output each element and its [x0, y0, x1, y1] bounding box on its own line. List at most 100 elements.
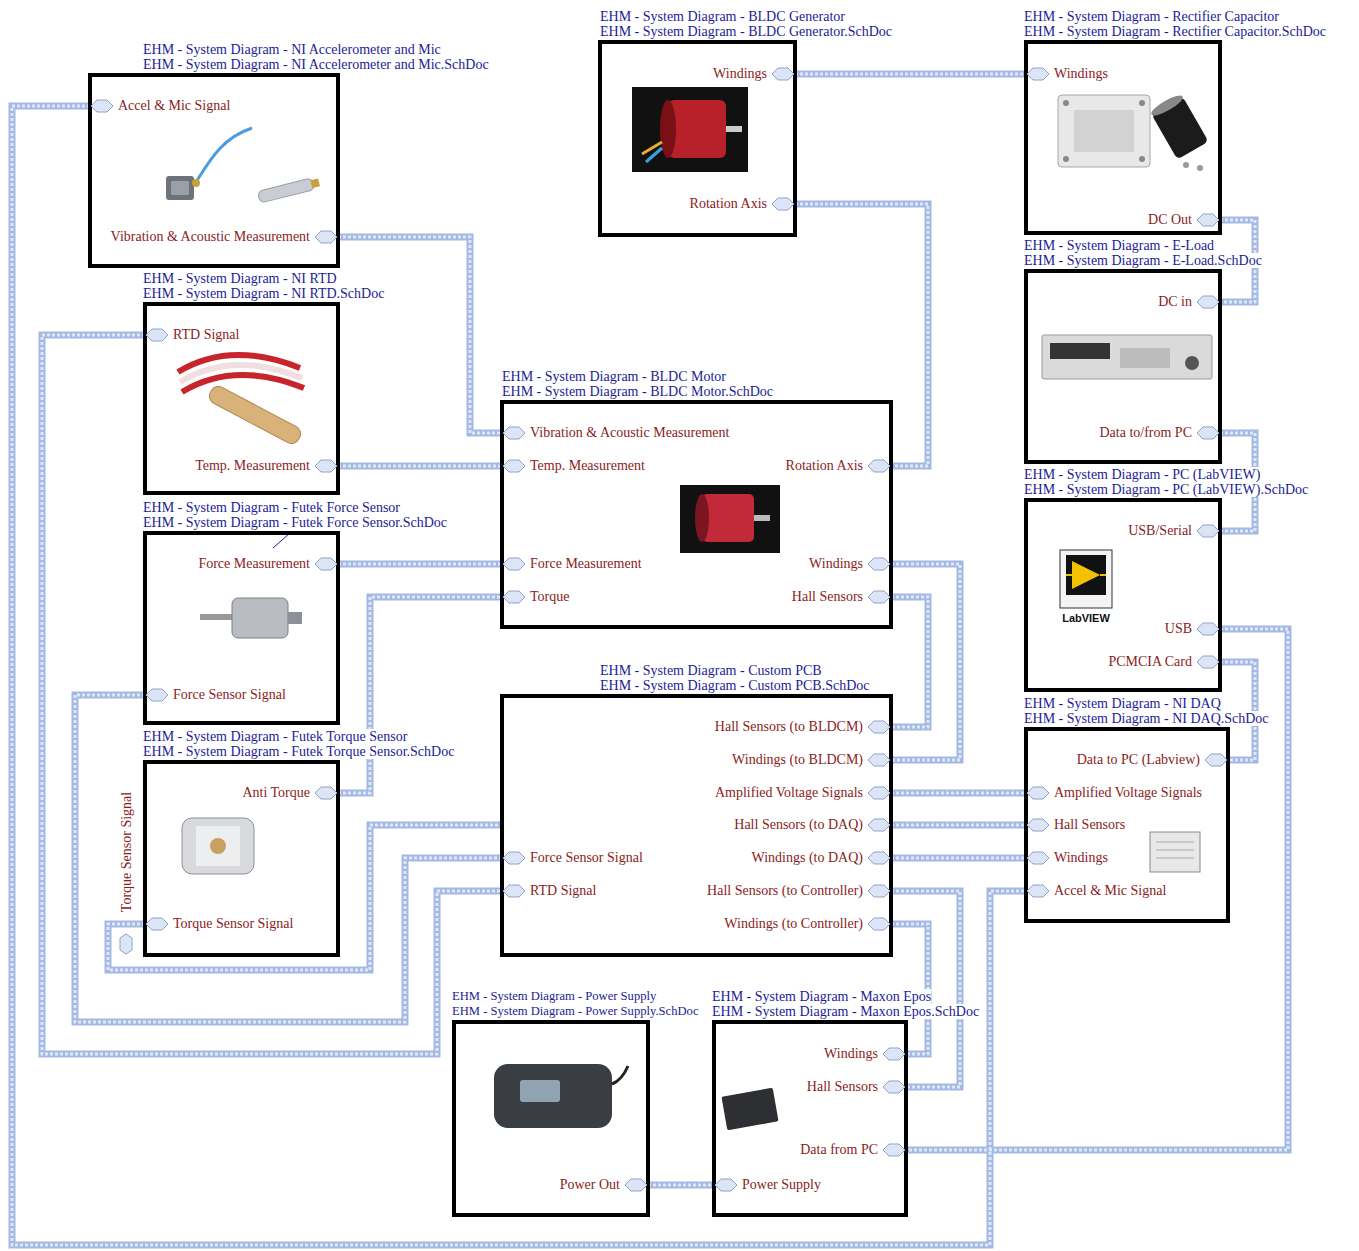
- port-label: Windings: [808, 556, 864, 572]
- port-label: Rotation Axis: [785, 458, 864, 474]
- harness-core: [108, 825, 500, 970]
- port-outline: [315, 460, 337, 472]
- port-symbol: [502, 557, 526, 571]
- sheet-heading: EHM - System Diagram - E-Load.SchDoc: [1024, 253, 1262, 268]
- sheet-entry: Temp. Measurement: [194, 458, 338, 474]
- sheet-entry: Torque Sensor Signal: [145, 916, 294, 932]
- port-outline: [503, 885, 525, 897]
- port-outline: [315, 558, 337, 570]
- harness-connector: [906, 629, 1288, 1150]
- port-symbol: [867, 557, 891, 571]
- port-label: Power Supply: [741, 1177, 822, 1193]
- sheet-heading-block: EHM - System Diagram - Rectifier Capacit…: [1024, 9, 1326, 39]
- sheet-heading: EHM - System Diagram - Futek Force Senso…: [143, 500, 400, 515]
- harness-connector: [795, 204, 928, 466]
- sheet-entry: Amplified Voltage Signals: [1026, 785, 1203, 801]
- port-outline: [868, 591, 890, 603]
- sheet-heading: EHM - System Diagram - Futek Torque Sens…: [143, 729, 407, 744]
- port-symbol: [867, 851, 891, 865]
- port-outline: [503, 460, 525, 472]
- motor-photo: [680, 485, 780, 553]
- sheet-entry: Power Out: [559, 1177, 648, 1193]
- port-outline: [503, 591, 525, 603]
- port-label: Hall Sensors (to BLDCM): [714, 719, 864, 735]
- sheet-heading: EHM - System Diagram - NI Accelerometer …: [143, 57, 489, 72]
- port-outline: [1197, 525, 1219, 537]
- eload-photo: [1042, 335, 1212, 379]
- logo-text: LabVIEW: [1062, 610, 1110, 626]
- sheet-entry: Force Sensor Signal: [145, 687, 287, 703]
- sheet-heading-block: EHM - System Diagram - BLDC GeneratorEHM…: [600, 9, 892, 39]
- port-symbol: [1196, 213, 1220, 227]
- harness-core: [891, 792, 1026, 795]
- sheet-entry: Hall Sensors: [1026, 817, 1126, 833]
- port-label: Torque: [529, 589, 570, 605]
- port-outline: [868, 819, 890, 831]
- sheet-entry: Accel & Mic Signal: [90, 98, 231, 114]
- sheet-symbol: EHM - System Diagram - Rectifier Capacit…: [1024, 40, 1222, 235]
- port-outline: [868, 885, 890, 897]
- rtd-photo: [178, 355, 304, 446]
- port-label: Amplified Voltage Signals: [1053, 785, 1203, 801]
- port-symbol: [867, 818, 891, 832]
- sheet-heading: EHM - System Diagram - BLDC Generator: [600, 9, 845, 24]
- sheet-entry: DC in: [1157, 294, 1220, 310]
- port-outline: [146, 918, 168, 930]
- labview-icon: [1060, 550, 1112, 608]
- sheet-heading: EHM - System Diagram - Power Supply.SchD…: [452, 1004, 698, 1019]
- sheet-entry: Hall Sensors (to Controller): [706, 883, 891, 899]
- port-symbol: [145, 917, 169, 931]
- port-outline: [146, 689, 168, 701]
- port-label: Rotation Axis: [689, 196, 768, 212]
- sheet-heading-block: EHM - System Diagram - NI DAQEHM - Syste…: [1024, 696, 1269, 726]
- sheet-entry: Hall Sensors (to BLDCM): [714, 719, 891, 735]
- port-outline: [146, 329, 168, 341]
- port-outline: [868, 721, 890, 733]
- port-label: Windings: [823, 1046, 879, 1062]
- sheet-symbol: EHM - System Diagram - Power SupplyEHM -…: [452, 1020, 650, 1217]
- port-label: Vibration & Acoustic Measurement: [529, 425, 730, 441]
- port-symbol: [502, 590, 526, 604]
- harness-connector: [891, 855, 1026, 862]
- harness-core: [338, 237, 502, 433]
- port-label: DC in: [1157, 294, 1193, 310]
- sheet-heading: EHM - System Diagram - PC (LabVIEW).SchD…: [1024, 482, 1308, 497]
- port-symbol: [882, 1047, 906, 1061]
- sheet-symbol: EHM - System Diagram - Maxon EposEHM - S…: [712, 1020, 908, 1217]
- port-outline: [315, 787, 337, 799]
- port-symbol: [771, 67, 795, 81]
- port-outline: [868, 558, 890, 570]
- force-sensor-photo: [200, 533, 302, 638]
- sheet-heading: EHM - System Diagram - BLDC Motor: [502, 369, 726, 384]
- port-outline: [503, 852, 525, 864]
- port-outline: [883, 1144, 905, 1156]
- port-label: PCMCIA Card: [1107, 654, 1193, 670]
- port-symbol: [867, 590, 891, 604]
- sheet-heading-block: EHM - System Diagram - BLDC MotorEHM - S…: [502, 369, 773, 399]
- sheet-heading: EHM - System Diagram - NI RTD.SchDoc: [143, 286, 384, 301]
- port-symbol: [1196, 524, 1220, 538]
- port-outline: [1197, 296, 1219, 308]
- sheet-entry: Hall Sensors: [806, 1079, 906, 1095]
- sheet-heading: EHM - System Diagram - BLDC Motor.SchDoc: [502, 384, 773, 399]
- port-symbol: [882, 1143, 906, 1157]
- port-label: Hall Sensors: [1053, 817, 1126, 833]
- port-label: Torque Sensor Signal: [172, 916, 294, 932]
- sheet-symbol: EHM - System Diagram - E-LoadEHM - Syste…: [1024, 269, 1222, 464]
- port-outline: [883, 1048, 905, 1060]
- sheet-entry: Amplified Voltage Signals: [714, 785, 891, 801]
- port-outline: [868, 754, 890, 766]
- port-label: USB: [1164, 621, 1193, 637]
- sheet-heading: EHM - System Diagram - NI RTD: [143, 271, 337, 286]
- sheet-heading: EHM - System Diagram - Rectifier Capacit…: [1024, 9, 1279, 24]
- port-symbol: [145, 688, 169, 702]
- harness-connector: [338, 561, 502, 568]
- port-outline: [1027, 852, 1049, 864]
- sheet-entry: RTD Signal: [502, 883, 597, 899]
- sheet-entry: Force Measurement: [502, 556, 643, 572]
- harness-connector: [338, 597, 502, 793]
- sheet-symbol: EHM - System Diagram - NI DAQEHM - Syste…: [1024, 727, 1230, 923]
- harness-connector: [891, 564, 960, 760]
- port-outline: [1027, 68, 1049, 80]
- port-label: DC Out: [1147, 212, 1193, 228]
